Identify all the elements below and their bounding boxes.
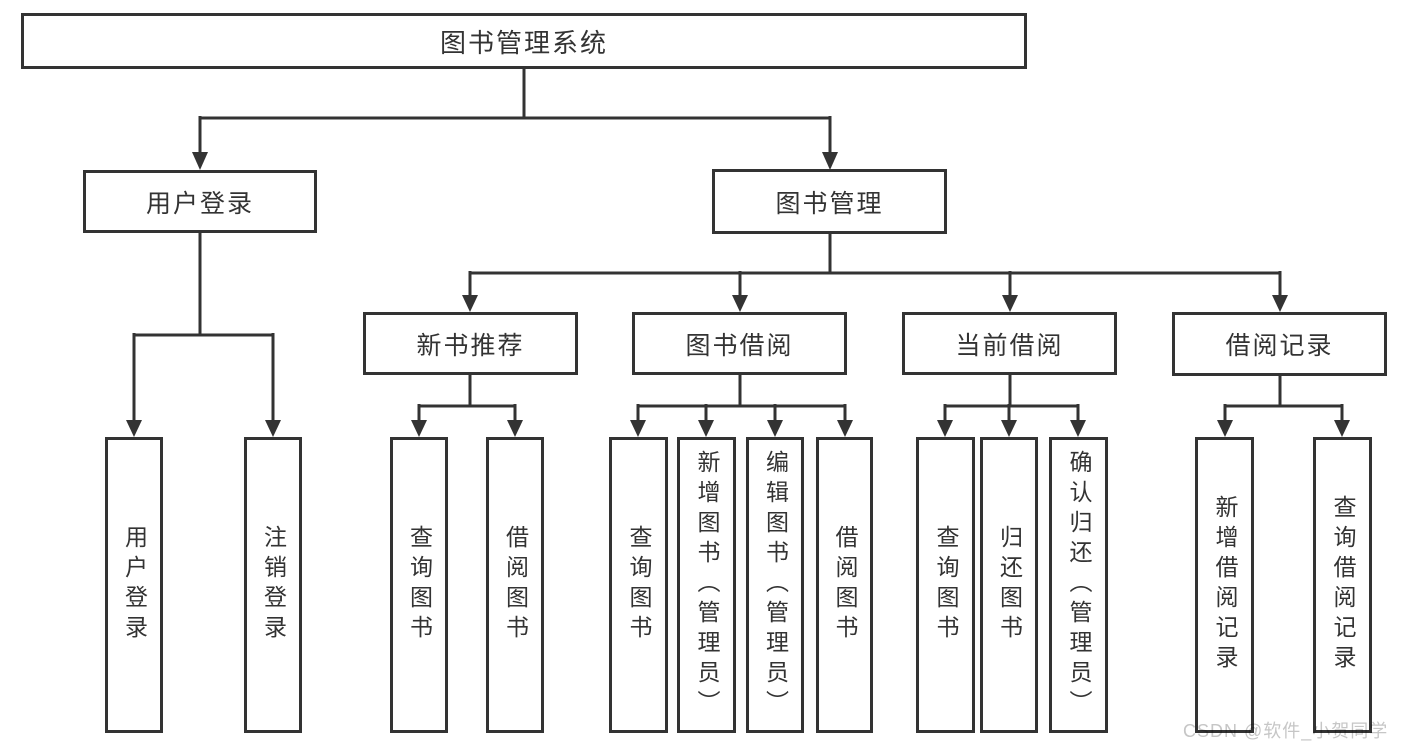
node-current-borrow: 当前借阅 xyxy=(902,312,1117,375)
leaf-edit-book-admin: 编辑图书（管理员） xyxy=(746,437,804,733)
arrowheads xyxy=(126,152,1350,437)
leaf-borrow-book: 借阅图书 xyxy=(816,437,873,733)
connector-segments xyxy=(132,68,1344,421)
leaf-query-book-current-label: 查询图书 xyxy=(933,525,959,645)
node-book-management-label: 图书管理 xyxy=(775,189,884,218)
leaf-confirm-return-admin-label: 确认归还（管理员） xyxy=(1066,450,1092,720)
leaf-borrow-book-rec-label: 借阅图书 xyxy=(502,525,529,645)
leaf-add-book-admin: 新增图书（管理员） xyxy=(677,437,736,733)
node-root-label: 图书管理系统 xyxy=(439,27,608,58)
node-borrow-records: 借阅记录 xyxy=(1172,312,1387,376)
leaf-borrow-book-label: 借阅图书 xyxy=(832,525,858,645)
leaf-query-book-borrow-label: 查询图书 xyxy=(626,525,652,645)
leaf-query-book-borrow: 查询图书 xyxy=(609,437,668,733)
leaf-query-book-rec-label: 查询图书 xyxy=(406,525,433,645)
leaf-user-login-label: 用户登录 xyxy=(121,525,148,645)
leaf-return-book-label: 归还图书 xyxy=(996,525,1023,645)
leaf-confirm-return-admin: 确认归还（管理员） xyxy=(1049,437,1108,733)
csdn-watermark: CSDN @软件_小贺同学 xyxy=(1183,721,1389,741)
node-root: 图书管理系统 xyxy=(21,13,1027,69)
leaf-logout: 注销登录 xyxy=(244,437,302,733)
leaf-borrow-book-rec: 借阅图书 xyxy=(486,437,544,733)
node-new-book-recommend-label: 新书推荐 xyxy=(416,331,525,360)
node-user-login: 用户登录 xyxy=(83,170,317,233)
leaf-query-borrow-record-label: 查询借阅记录 xyxy=(1330,495,1356,675)
node-new-book-recommend: 新书推荐 xyxy=(363,312,578,375)
node-book-borrow-label: 图书借阅 xyxy=(685,331,794,360)
node-borrow-records-label: 借阅记录 xyxy=(1225,332,1334,360)
leaf-query-book-current: 查询图书 xyxy=(916,437,975,733)
leaf-query-book-rec: 查询图书 xyxy=(390,437,448,733)
leaf-return-book: 归还图书 xyxy=(980,437,1038,733)
leaf-add-borrow-record: 新增借阅记录 xyxy=(1195,437,1254,733)
leaf-add-book-admin-label: 新增图书（管理员） xyxy=(694,450,720,720)
leaf-logout-label: 注销登录 xyxy=(260,525,287,645)
node-book-management: 图书管理 xyxy=(712,169,947,234)
leaf-query-borrow-record: 查询借阅记录 xyxy=(1313,437,1372,733)
node-user-login-label: 用户登录 xyxy=(145,189,254,218)
leaf-user-login: 用户登录 xyxy=(105,437,163,733)
node-book-borrow: 图书借阅 xyxy=(632,312,847,375)
leaf-add-borrow-record-label: 新增借阅记录 xyxy=(1212,495,1238,675)
node-current-borrow-label: 当前借阅 xyxy=(955,331,1064,360)
leaf-edit-book-admin-label: 编辑图书（管理员） xyxy=(762,450,789,720)
